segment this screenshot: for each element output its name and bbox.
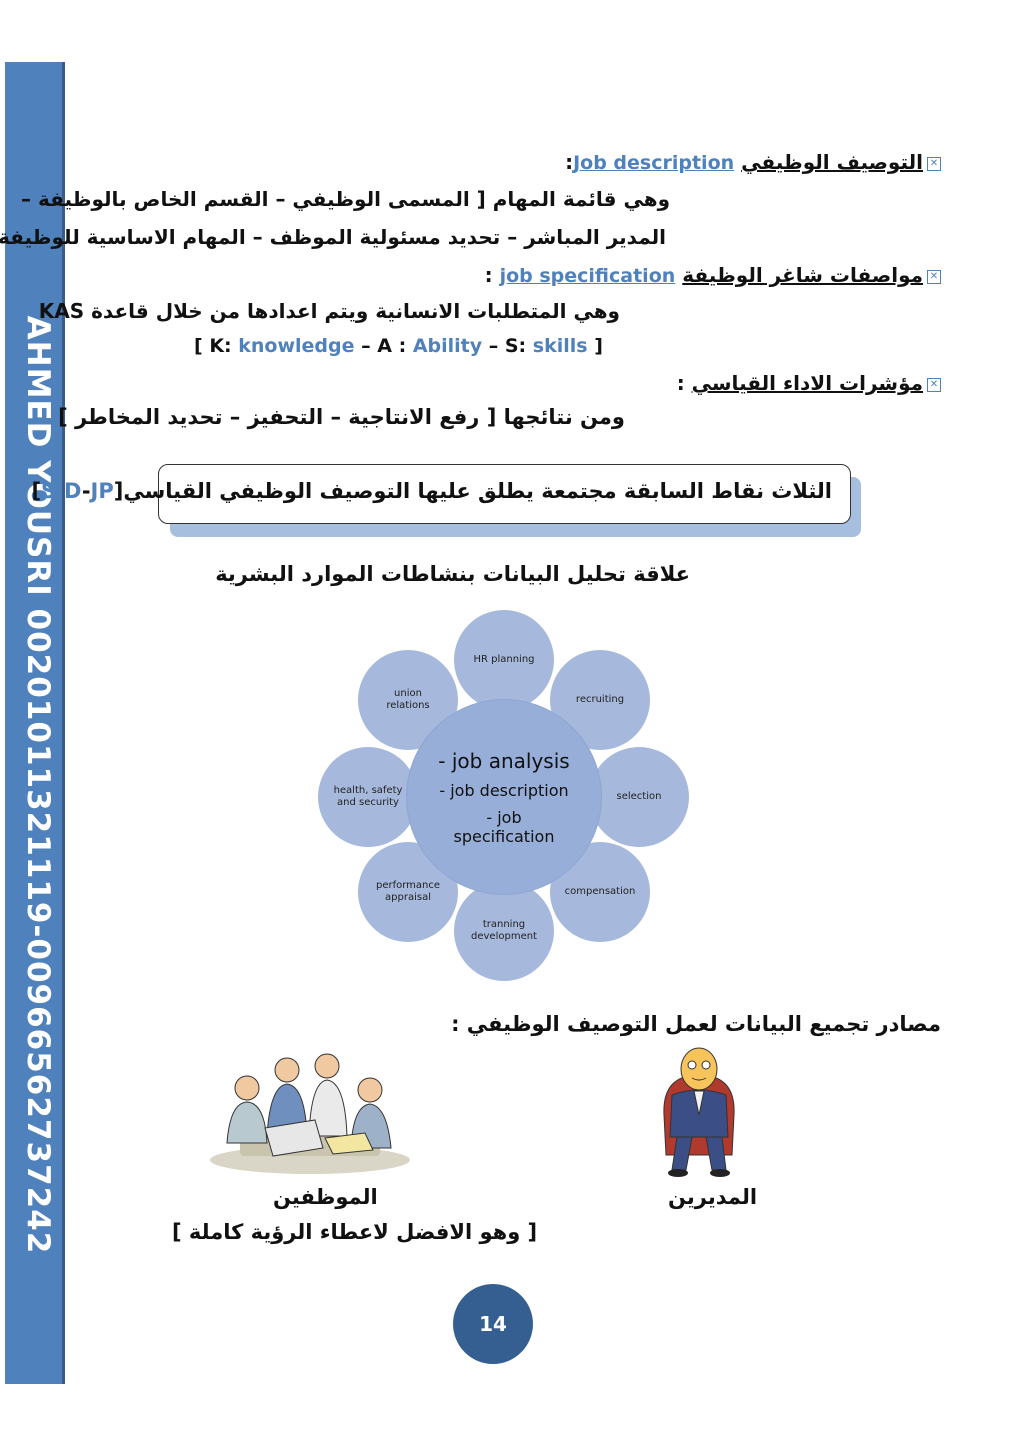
job-description-heading: ✕التوصيف الوظيفي Job description: xyxy=(565,150,941,174)
checkbox-x-icon: ✕ xyxy=(927,377,941,392)
kas-definition: [ K: knowledge – A : Ability – S: skills… xyxy=(194,335,603,357)
center-job-analysis: - job analysis - job description - job s… xyxy=(407,700,601,894)
hr-activities-diagram: HR planning recruiting selection compens… xyxy=(300,600,720,1000)
page-number: 14 xyxy=(453,1284,533,1364)
summary-text: الثلاث نقاط السابقة مجتمعة يطلق عليها ال… xyxy=(31,479,832,503)
job-description-line-2: المدير المباشر – تحديد مسئولية الموظف – … xyxy=(0,225,666,249)
employees-label: الموظفين xyxy=(273,1185,378,1209)
node-hr-planning: HR planning xyxy=(454,610,554,710)
managers-label: المديرين xyxy=(668,1185,758,1209)
summary-box: الثلاث نقاط السابقة مجتمعة يطلق عليها ال… xyxy=(31,464,851,524)
diagram-title: علاقة تحليل البيانات بنشاطات الموارد الب… xyxy=(215,562,690,586)
employees-note: [ وهو الافضل لاعطاء الرؤية كاملة ] xyxy=(172,1220,538,1244)
job-description-en: Job description xyxy=(573,152,735,174)
checkbox-x-icon: ✕ xyxy=(927,269,941,284)
checkbox-x-icon: ✕ xyxy=(927,156,941,171)
sources-title: مصادر تجميع البيانات لعمل التوصيف الوظيف… xyxy=(451,1012,941,1036)
job-specification-line-1: وهي المتطلبات الانسانية ويتم اعدادها من … xyxy=(38,299,620,323)
node-health-safety: health, safety and security xyxy=(318,747,418,847)
job-specification-en: job specification xyxy=(499,265,676,287)
performance-line-1: ومن نتائجها [ رفع الانتاجية – التحفيز – … xyxy=(58,405,625,429)
performance-heading: ✕مؤشرات الاداء القياسي : xyxy=(677,371,941,395)
sidebar-banner: AHMED YOUSRI 00201011321119-009665627372… xyxy=(5,62,65,1384)
employees-illustration xyxy=(210,1053,410,1174)
manager-illustration xyxy=(663,1047,735,1177)
node-training-development: tranning development xyxy=(454,881,554,981)
job-description-line-1: وهي قائمة المهام [ المسمى الوظيفي – القس… xyxy=(21,187,670,211)
job-specification-heading: ✕مواصفات شاغر الوظيفة job specification … xyxy=(485,263,941,287)
author-contact: AHMED YOUSRI 00201011321119-009665627372… xyxy=(20,315,56,1255)
node-selection: selection xyxy=(589,747,689,847)
